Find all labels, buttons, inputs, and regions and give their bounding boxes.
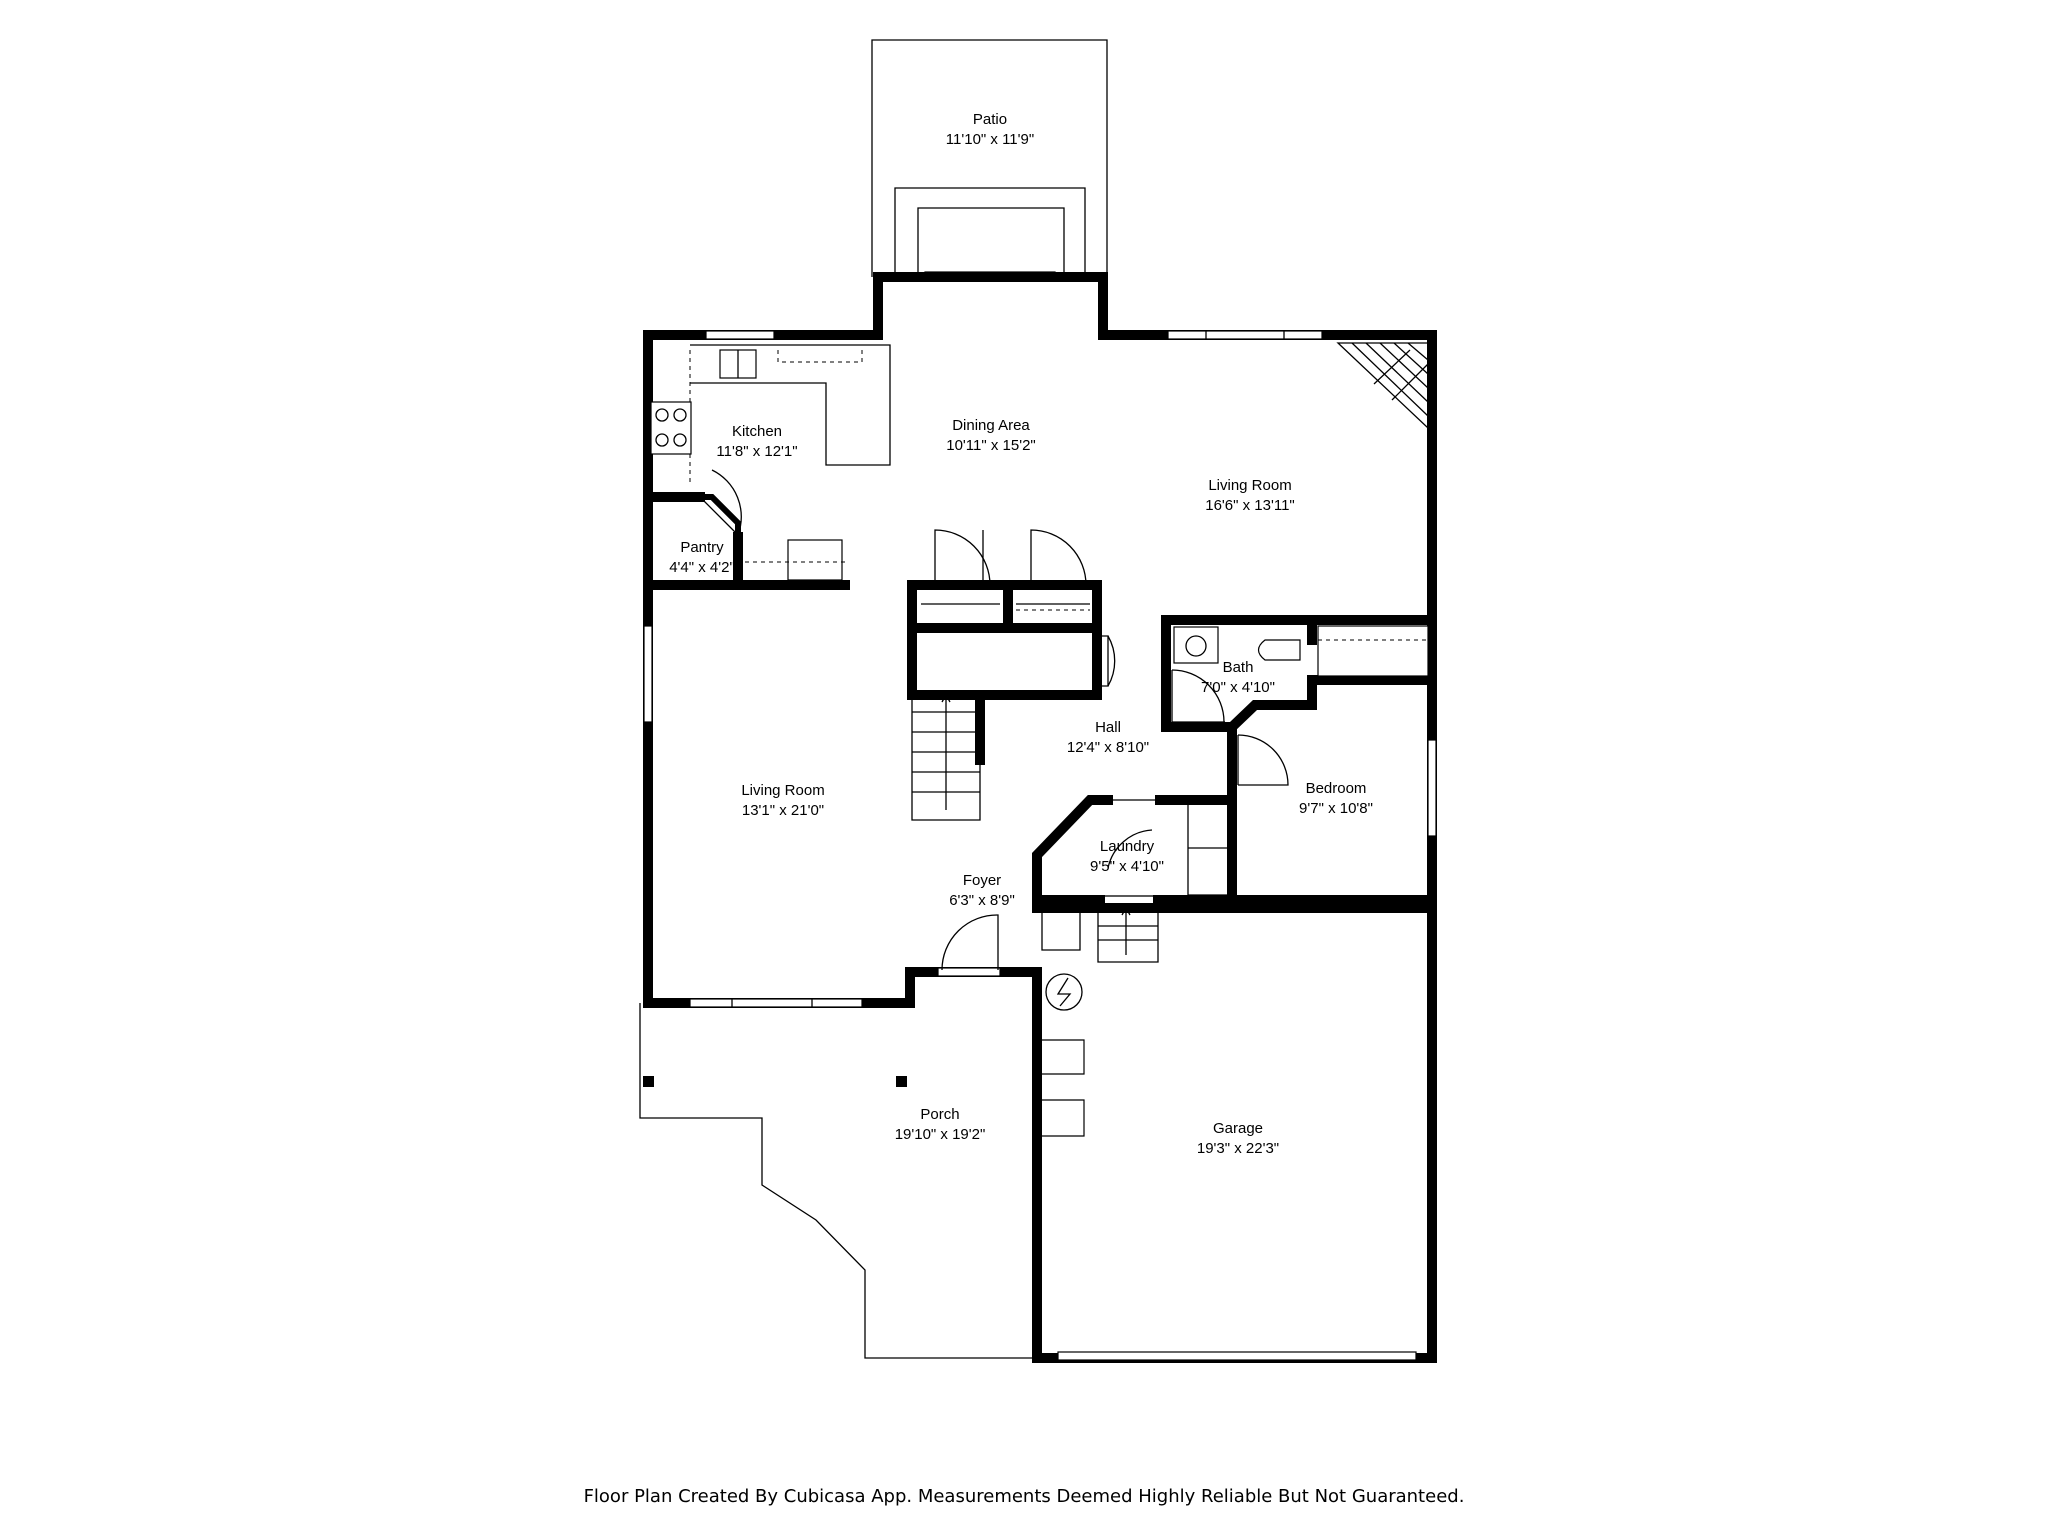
room-name: Porch <box>920 1106 959 1123</box>
toilet <box>1257 639 1301 661</box>
room-label-foyer: Foyer 6'3" x 8'9" <box>949 872 1015 909</box>
room-dims: 4'4" x 4'2" <box>669 559 735 576</box>
room-name: Laundry <box>1100 838 1155 855</box>
room-label-hall: Hall 12'4" x 8'10" <box>1067 719 1149 756</box>
room-name: Dining Area <box>952 417 1030 434</box>
room-dims: 12'4" x 8'10" <box>1067 739 1149 756</box>
room-name: Bedroom <box>1306 780 1367 797</box>
room-dims: 19'10" x 19'2" <box>895 1126 986 1143</box>
bath-sink <box>1173 626 1219 664</box>
room-name: Living Room <box>1208 477 1291 494</box>
room-dims: 19'3" x 22'3" <box>1197 1140 1279 1157</box>
room-label-kitchen: Kitchen 11'8" x 12'1" <box>716 423 797 460</box>
room-dims: 10'11" x 15'2" <box>946 437 1036 454</box>
floor-plan-credit: Floor Plan Created By Cubicasa App. Meas… <box>583 1486 1465 1507</box>
kitchen-fixtures <box>650 344 891 581</box>
laundry-fixtures <box>1099 799 1229 905</box>
room-label-patio: Patio 11'10" x 11'9" <box>946 111 1034 148</box>
room-dims: 6'3" x 8'9" <box>949 892 1015 909</box>
refrigerator <box>787 539 843 581</box>
room-label-bath: Bath 7'0" x 4'10" <box>1201 659 1275 696</box>
room-name: Kitchen <box>732 423 782 440</box>
room-label-bedroom: Bedroom 9'7" x 10'8" <box>1299 780 1373 817</box>
room-name: Living Room <box>741 782 824 799</box>
porch-post <box>643 1076 654 1087</box>
room-dims: 9'5" x 4'10" <box>1090 858 1164 875</box>
bathtub <box>1317 625 1429 677</box>
garage-fixtures <box>1041 906 1159 1137</box>
room-name: Hall <box>1095 719 1121 736</box>
front-door[interactable] <box>937 914 1001 977</box>
stove-icon <box>650 401 692 455</box>
room-dims: 11'8" x 12'1" <box>716 443 797 460</box>
room-name: Garage <box>1213 1120 1263 1137</box>
room-label-laundry: Laundry 9'5" x 4'10" <box>1090 838 1164 875</box>
garage-shelf <box>1042 1099 1085 1137</box>
room-name: Foyer <box>963 872 1001 889</box>
room-name: Pantry <box>680 539 724 556</box>
patio-outline <box>871 39 1108 281</box>
room-name: Bath <box>1223 659 1254 676</box>
porch-outline <box>639 1003 1034 1359</box>
room-label-living-left: Living Room 13'1" x 21'0" <box>741 782 824 819</box>
room-dims: 9'7" x 10'8" <box>1299 800 1373 817</box>
garage-shelf <box>1042 1039 1085 1075</box>
room-label-dining: Dining Area 10'11" x 15'2" <box>946 417 1036 454</box>
porch-post <box>896 1076 907 1087</box>
bath-fixtures <box>1171 625 1429 723</box>
room-label-porch: Porch 19'10" x 19'2" <box>895 1106 986 1143</box>
room-label-garage: Garage 19'3" x 22'3" <box>1197 1120 1279 1157</box>
room-dims: 13'1" x 21'0" <box>742 802 824 819</box>
windows <box>643 330 1437 1361</box>
room-dims: 16'6" x 13'11" <box>1205 497 1295 514</box>
closet-doors[interactable] <box>921 529 1090 611</box>
room-label-pantry: Pantry 4'4" x 4'2" <box>669 539 735 576</box>
water-heater-icon <box>1045 973 1083 1011</box>
corner-stairs <box>1336 342 1429 430</box>
room-name: Patio <box>973 111 1007 128</box>
stairs <box>911 635 1116 821</box>
garage-door[interactable] <box>1057 1351 1417 1361</box>
room-label-living-right: Living Room 16'6" x 13'11" <box>1205 477 1295 514</box>
room-dims: 11'10" x 11'9" <box>946 131 1034 148</box>
room-dims: 7'0" x 4'10" <box>1201 679 1275 696</box>
bedroom-door[interactable] <box>1237 734 1289 786</box>
